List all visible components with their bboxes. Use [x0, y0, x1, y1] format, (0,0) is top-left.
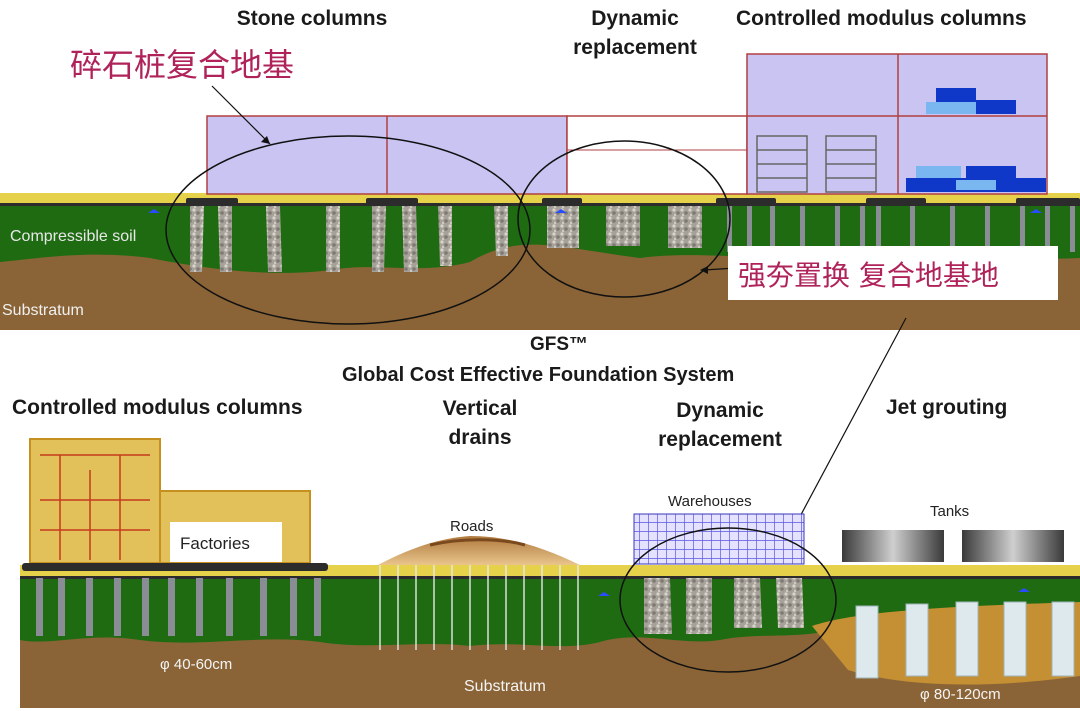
dynamic-replacement-frame — [566, 115, 748, 195]
tank-left — [842, 530, 944, 562]
gfs-subtitle: Global Cost Effective Foundation System — [342, 364, 735, 386]
dynamic-annotation-box — [728, 246, 1058, 300]
top-caps — [186, 198, 1080, 206]
header-stone-columns: Stone columns — [236, 7, 388, 30]
jet-grout-columns — [855, 601, 1075, 679]
bottom-water-markers — [598, 588, 1030, 596]
gfs-title: GFS™ — [530, 334, 589, 355]
header-bottom-controlled-modulus: Controlled modulus columns — [12, 396, 303, 419]
bottom-panel — [20, 438, 1080, 708]
stone-columns — [190, 206, 508, 272]
bottom-dynamic-columns — [644, 578, 804, 634]
top-panel — [0, 53, 1080, 330]
header-jet-grouting: Jet grouting — [886, 396, 1008, 419]
annotation-stone-columns-cn: 碎石桩复合地基 — [70, 46, 295, 84]
header-controlled-modulus: Controlled modulus columns — [736, 7, 1027, 30]
shelving-racks — [756, 135, 877, 193]
tanks-label: Tanks — [930, 503, 970, 520]
factories-label: Factories — [180, 534, 250, 553]
water-table-markers — [148, 209, 1042, 213]
diameter-right-label: φ 80-120cm — [920, 686, 1001, 703]
tank-right — [962, 530, 1064, 562]
stone-columns-ellipse — [165, 135, 531, 325]
dynamic-replacement-ellipse — [517, 140, 731, 298]
storage-crates — [906, 88, 1046, 192]
bottom-substratum-label: Substratum — [464, 678, 546, 695]
top-gravel-layer — [0, 193, 1080, 205]
warehouse-building — [633, 513, 805, 565]
vertical-drains — [379, 565, 579, 650]
dynamic-replacement-columns — [547, 206, 702, 248]
bottom-dynamic-ellipse — [619, 527, 837, 673]
factory-building — [29, 438, 311, 564]
warehouses-label: Warehouses — [668, 493, 752, 510]
compressible-soil-label: Compressible soil — [10, 228, 137, 245]
diameter-left-label: φ 40-60cm — [160, 656, 233, 673]
bottom-cmc-columns — [36, 578, 321, 636]
road-embankment — [378, 536, 580, 565]
annotation-dynamic-cn: 强夯置换 复合地基地 — [738, 259, 999, 292]
header-vertical-drains: Vertical drains — [442, 397, 518, 449]
top-substratum-label: Substratum — [2, 302, 84, 319]
header-dynamic-replacement: Dynamic replacement — [573, 7, 697, 59]
header-bottom-dynamic-replacement: Dynamic replacement — [658, 399, 782, 451]
cross-panel-arrow — [795, 317, 907, 525]
roads-label: Roads — [450, 518, 494, 535]
stone-annotation-arrow — [211, 85, 271, 145]
